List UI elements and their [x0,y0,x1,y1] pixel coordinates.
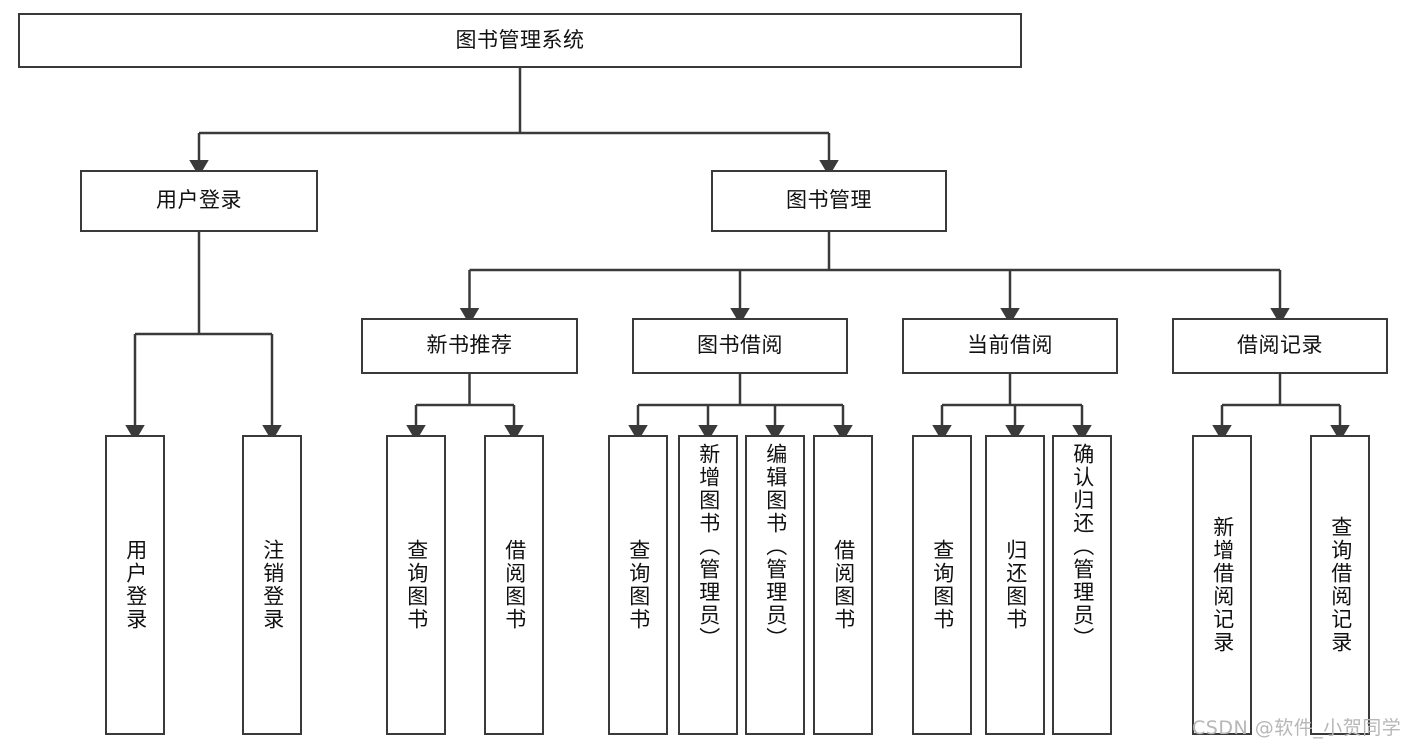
node-label: 查询图书 [930,539,955,631]
node-label: 用户登录 [156,188,242,213]
node-root[interactable]: 图书管理系统 [18,13,1022,68]
node-l4-query2[interactable]: 查询图书 [608,435,668,735]
node-label: 确认归还（管理员） [1070,443,1095,650]
node-label: 新书推荐 [426,333,513,358]
node-l2-login[interactable]: 用户登录 [80,170,318,232]
node-label: 注销登录 [260,539,285,631]
node-l4-borrow1[interactable]: 借阅图书 [484,435,544,735]
csdn-watermark: CSDN @软件_小贺同学 [1192,717,1402,739]
node-l4-confirm[interactable]: 确认归还（管理员） [1052,435,1112,735]
node-label: 归还图书 [1003,539,1028,631]
node-label: 查询图书 [626,539,651,631]
node-l4-editbook[interactable]: 编辑图书（管理员） [745,435,805,735]
node-label: 图书管理系统 [455,27,585,52]
node-label: 用户登录 [123,539,148,631]
node-label: 查询借阅记录 [1328,516,1353,654]
node-l3-borrow[interactable]: 图书借阅 [632,318,848,374]
node-label: 编辑图书（管理员） [763,443,788,650]
node-l4-userlogin[interactable]: 用户登录 [105,435,165,735]
node-l4-return[interactable]: 归还图书 [985,435,1045,735]
node-label: 图书借阅 [697,333,783,358]
node-l4-addrecord[interactable]: 新增借阅记录 [1192,435,1252,735]
node-label: 借阅记录 [1237,333,1323,358]
node-l3-newbook[interactable]: 新书推荐 [361,318,578,374]
node-l4-logout[interactable]: 注销登录 [242,435,302,735]
node-l4-borrow2[interactable]: 借阅图书 [813,435,873,735]
node-l3-record[interactable]: 借阅记录 [1172,318,1388,374]
node-l3-current[interactable]: 当前借阅 [902,318,1118,374]
node-l2-book[interactable]: 图书管理 [711,170,947,232]
node-label: 当前借阅 [967,333,1053,358]
node-label: 新增图书（管理员） [696,443,721,650]
node-label: 图书管理 [786,188,872,213]
node-l4-queryrecord[interactable]: 查询借阅记录 [1310,435,1370,735]
node-l4-query3[interactable]: 查询图书 [912,435,972,735]
node-label: 新增借阅记录 [1210,516,1235,654]
node-label: 借阅图书 [502,539,527,631]
node-label: 借阅图书 [831,539,856,631]
node-l4-addbook[interactable]: 新增图书（管理员） [678,435,738,735]
node-l4-query1[interactable]: 查询图书 [386,435,446,735]
node-label: 查询图书 [404,539,429,631]
